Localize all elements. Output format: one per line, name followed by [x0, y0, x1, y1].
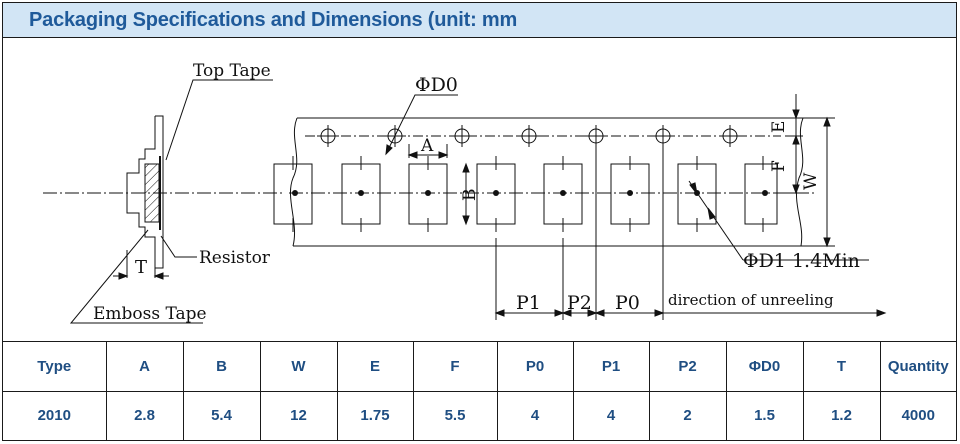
label-emboss-tape: Emboss Tape: [93, 304, 207, 324]
label-d1: ΦD1 1.4Min: [743, 250, 860, 272]
header-quantity: Quantity: [879, 342, 956, 392]
cell-p2: 2: [648, 390, 727, 440]
label-p0: P0: [615, 292, 640, 314]
cell-type: 2010: [3, 390, 107, 440]
header-t: T: [802, 342, 881, 392]
header-p2: P2: [648, 342, 727, 392]
header-d0: ΦD0: [725, 342, 804, 392]
label-b: B: [460, 189, 480, 202]
cell-f: 5.5: [412, 390, 498, 440]
cell-w: 12: [259, 390, 338, 440]
label-a: A: [420, 136, 434, 156]
spec-table: Type A B W E F P0 P1 P2 ΦD0 T Quantity 2…: [3, 342, 956, 440]
cell-b: 5.4: [182, 390, 261, 440]
label-f: F: [769, 160, 789, 172]
cell-p0: 4: [496, 390, 574, 440]
header-e: E: [336, 342, 414, 392]
cell-quantity: 4000: [879, 390, 956, 440]
panel-title: Packaging Specifications and Dimensions …: [3, 3, 956, 38]
header-p0: P0: [496, 342, 574, 392]
table-header-row: Type A B W E F P0 P1 P2 ΦD0 T Quantity: [3, 342, 956, 392]
header-f: F: [412, 342, 498, 392]
label-p1: P1: [516, 292, 541, 314]
tape-drawing: Top Tape Resistor Emboss Tape T ΦD0 A B …: [3, 38, 956, 342]
table-row: 2010 2.8 5.4 12 1.75 5.5 4 4 2 1.5 1.2 4…: [3, 390, 956, 440]
label-w: W: [801, 172, 821, 190]
header-w: W: [259, 342, 338, 392]
cell-t: 1.2: [802, 390, 881, 440]
label-direction: direction of unreeling: [668, 291, 834, 309]
header-p1: P1: [572, 342, 650, 392]
cell-e: 1.75: [336, 390, 414, 440]
label-top-tape: Top Tape: [193, 61, 271, 81]
header-b: B: [182, 342, 261, 392]
label-resistor: Resistor: [199, 248, 271, 268]
header-type: Type: [3, 342, 107, 392]
label-d0: ΦD0: [415, 74, 458, 96]
header-a: A: [105, 342, 184, 392]
cell-p1: 4: [572, 390, 650, 440]
label-p2: P2: [567, 292, 592, 314]
cell-d0: 1.5: [725, 390, 804, 440]
cell-a: 2.8: [105, 390, 184, 440]
tape-diagram: Top Tape Resistor Emboss Tape T ΦD0 A B …: [43, 61, 887, 324]
label-t: T: [135, 257, 147, 278]
label-e: E: [769, 121, 789, 133]
